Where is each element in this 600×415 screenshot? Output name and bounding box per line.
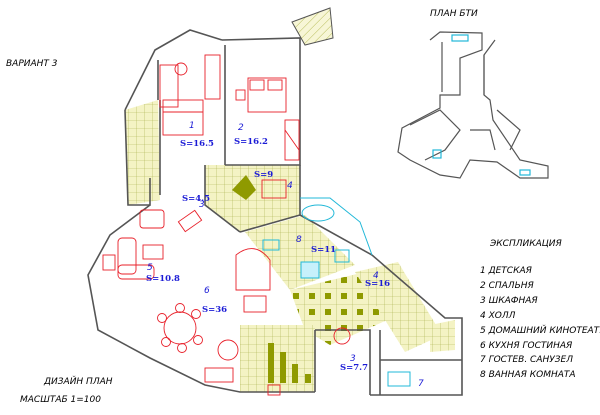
nightstand [235,89,246,101]
legend-item: 8 ВАННАЯ КОМНАТА [480,370,576,380]
legend-item: 1 ДЕТСКАЯ [480,266,532,276]
furniture [102,54,351,396]
legend-item: 6 КУХНЯ ГОСТИНАЯ [480,341,572,351]
bathtub [301,204,335,222]
bench [261,179,287,199]
coffee-table [243,295,267,313]
room-2-number: 2 [238,123,244,133]
armchair [139,209,165,229]
room-8-number: 8 [296,235,302,245]
room-4b-number: 4 [373,271,379,281]
wardrobe [204,54,221,100]
table-small [142,244,164,260]
dining-table [163,311,197,345]
bed-master [247,77,287,113]
room-4b-area: S=16 [365,279,390,289]
room-2-area: S=16.2 [234,137,268,147]
room-7-number: 7 [418,379,424,389]
walls [87,29,463,396]
variant-label: ВАРИАНТ 3 [6,59,58,69]
legend-item: 2 СПАЛЬНЯ [480,281,534,291]
sofa-curved [235,248,271,291]
bathroom-fixtures [262,197,411,387]
desk [159,64,179,108]
kitchen-counter [204,367,234,383]
bti-title: ПЛАН БТИ [430,9,478,19]
legend-item: 5 ДОМАШНИЙ КИНОТЕАТ. [480,324,600,336]
room-6-area: S=36 [202,305,227,315]
room-6-number: 6 [204,286,210,296]
legend-item: 4 ХОЛЛ [480,311,516,321]
room-8-area: S=11 [311,245,336,255]
legend-item: 7 ГОСТЕВ. САНУЗЕЛ [480,355,573,365]
sofa-bottom [117,264,155,280]
sofa-left [117,237,137,275]
scale-label: МАСШТАБ 1=100 [20,395,101,405]
bti-plan [397,31,549,179]
legend-item: 3 ШКАФНАЯ [480,296,538,306]
guest-toilet [387,371,411,387]
design-plan-label: ДИЗАЙН ПЛАН [43,375,113,387]
room-1-area: S=16.5 [180,139,214,149]
bed-child [162,99,204,136]
round-shelf [333,327,351,345]
room-3b-number: 3 [199,200,205,210]
room-labels: 1 S=16.5 2 S=16.2 S=9 3 S=4.5 4 5 S=10.8… [146,121,424,389]
media-console [102,254,116,271]
floor-fills [125,7,455,392]
room-3c-area: S=7.7 [340,363,368,373]
chair [174,62,188,76]
room-4-number: 4 [287,181,293,191]
closet [284,119,300,161]
room-3c-number: 3 [350,354,356,364]
legend: 1 ДЕТСКАЯ 2 СПАЛЬНЯ 3 ШКАФНАЯ 4 ХОЛЛ 5 Д… [480,266,600,380]
room-3a-area: S=9 [254,170,273,180]
olive-elements [232,175,311,383]
room-1-number: 1 [189,121,195,131]
room-5-number: 5 [147,263,153,273]
room-5-area: S=10.8 [146,274,180,284]
room-3b-area: S=4.5 [182,194,210,204]
legend-title: ЭКСПЛИКАЦИЯ [489,239,562,249]
